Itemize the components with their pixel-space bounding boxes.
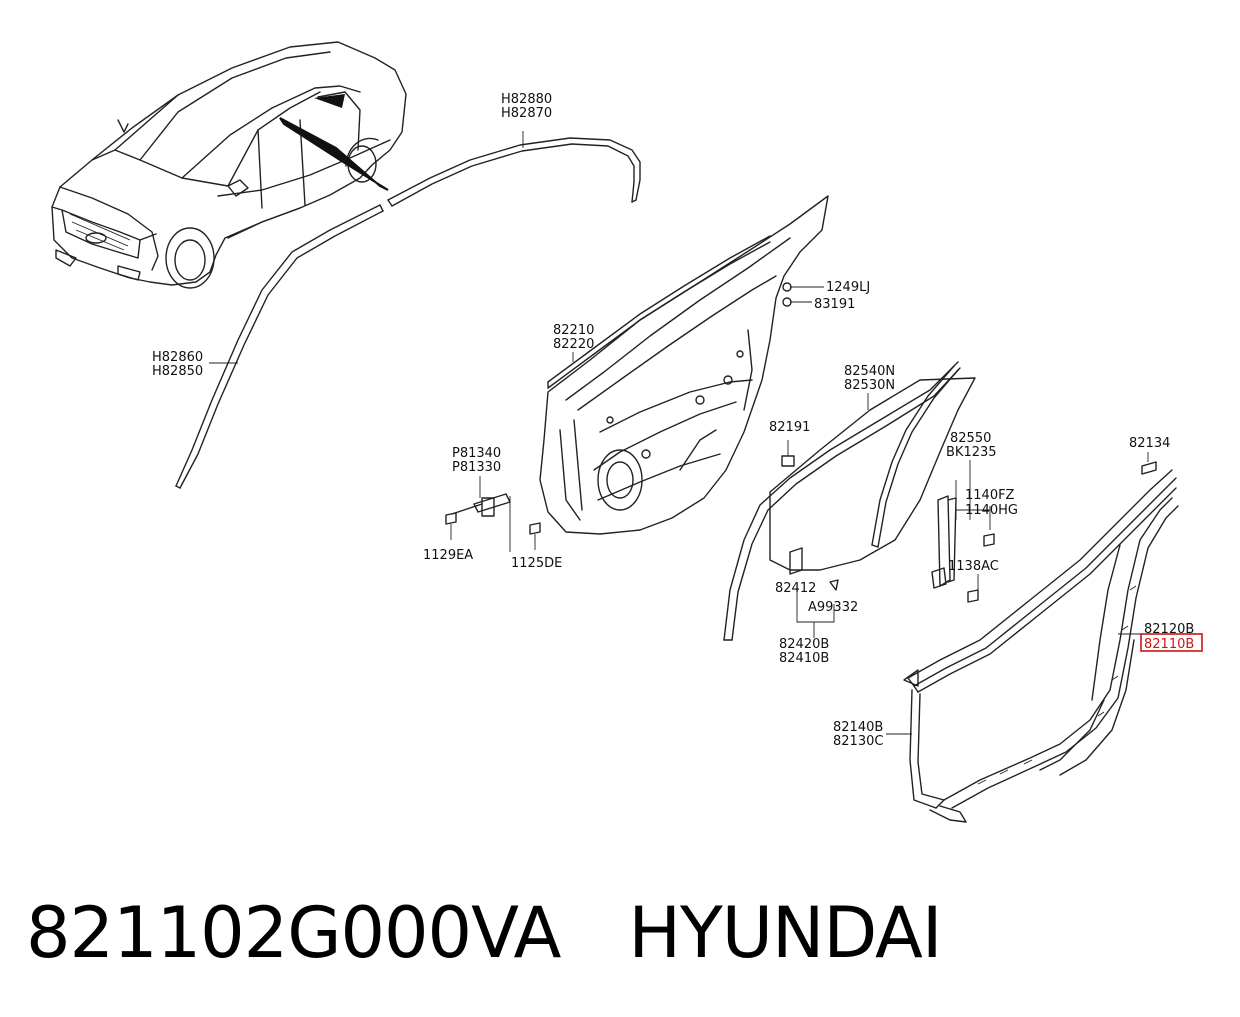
- callout-p81330: P81330: [452, 460, 501, 475]
- footer-caption: 821102G000VA HYUNDAI: [26, 888, 943, 978]
- callout-labels: H82880 H82870 H82860 H82850 1249LJ 83191…: [152, 92, 1203, 749]
- callout-82191: 82191: [769, 420, 810, 435]
- callout-82550: 82550: [950, 431, 991, 446]
- callout-h82860: H82860: [152, 350, 203, 365]
- callout-h82880: H82880: [501, 92, 552, 107]
- callout-82412: 82412: [775, 581, 816, 596]
- callout-bk1235: BK1235: [946, 445, 997, 460]
- callout-82220: 82220: [553, 337, 594, 352]
- callout-82140b: 82140B: [833, 720, 883, 735]
- door-frame-part: [539, 195, 829, 535]
- callout-1129ea: 1129EA: [423, 548, 473, 563]
- window-glass-part: [723, 361, 976, 641]
- car-illustration: [51, 41, 407, 289]
- callout-82130c: 82130C: [833, 734, 883, 749]
- callout-p81340: P81340: [452, 446, 501, 461]
- callout-82410b: 82410B: [779, 651, 829, 666]
- weatherstrip-part: [886, 452, 1179, 823]
- callout-a99332: A99332: [808, 600, 858, 615]
- highlight-box: [1140, 633, 1203, 652]
- callout-82134: 82134: [1129, 436, 1170, 451]
- callout-h82850: H82850: [152, 364, 203, 379]
- callout-82110b-highlighted: 82110B: [1144, 637, 1194, 652]
- part-number: 821102G000VA: [26, 892, 561, 974]
- callout-82540n: 82540N: [844, 364, 895, 379]
- roof-moulding-parts: [175, 131, 641, 489]
- callout-1138ac: 1138AC: [948, 559, 999, 574]
- callout-1140hg: 1140HG: [965, 503, 1018, 518]
- brand-name: HYUNDAI: [628, 892, 942, 974]
- callout-h82870: H82870: [501, 106, 552, 121]
- callout-83191: 83191: [814, 297, 855, 312]
- callout-82210: 82210: [553, 323, 594, 338]
- callout-1249lj: 1249LJ: [826, 280, 870, 295]
- hinge-parts: [445, 476, 541, 552]
- leader-lines: [572, 282, 835, 638]
- callout-82420b: 82420B: [779, 637, 829, 652]
- callout-1140fz: 1140FZ: [965, 488, 1015, 503]
- callout-82530n: 82530N: [844, 378, 895, 393]
- window-regulator-part: [931, 460, 995, 603]
- callout-1125de: 1125DE: [511, 556, 562, 571]
